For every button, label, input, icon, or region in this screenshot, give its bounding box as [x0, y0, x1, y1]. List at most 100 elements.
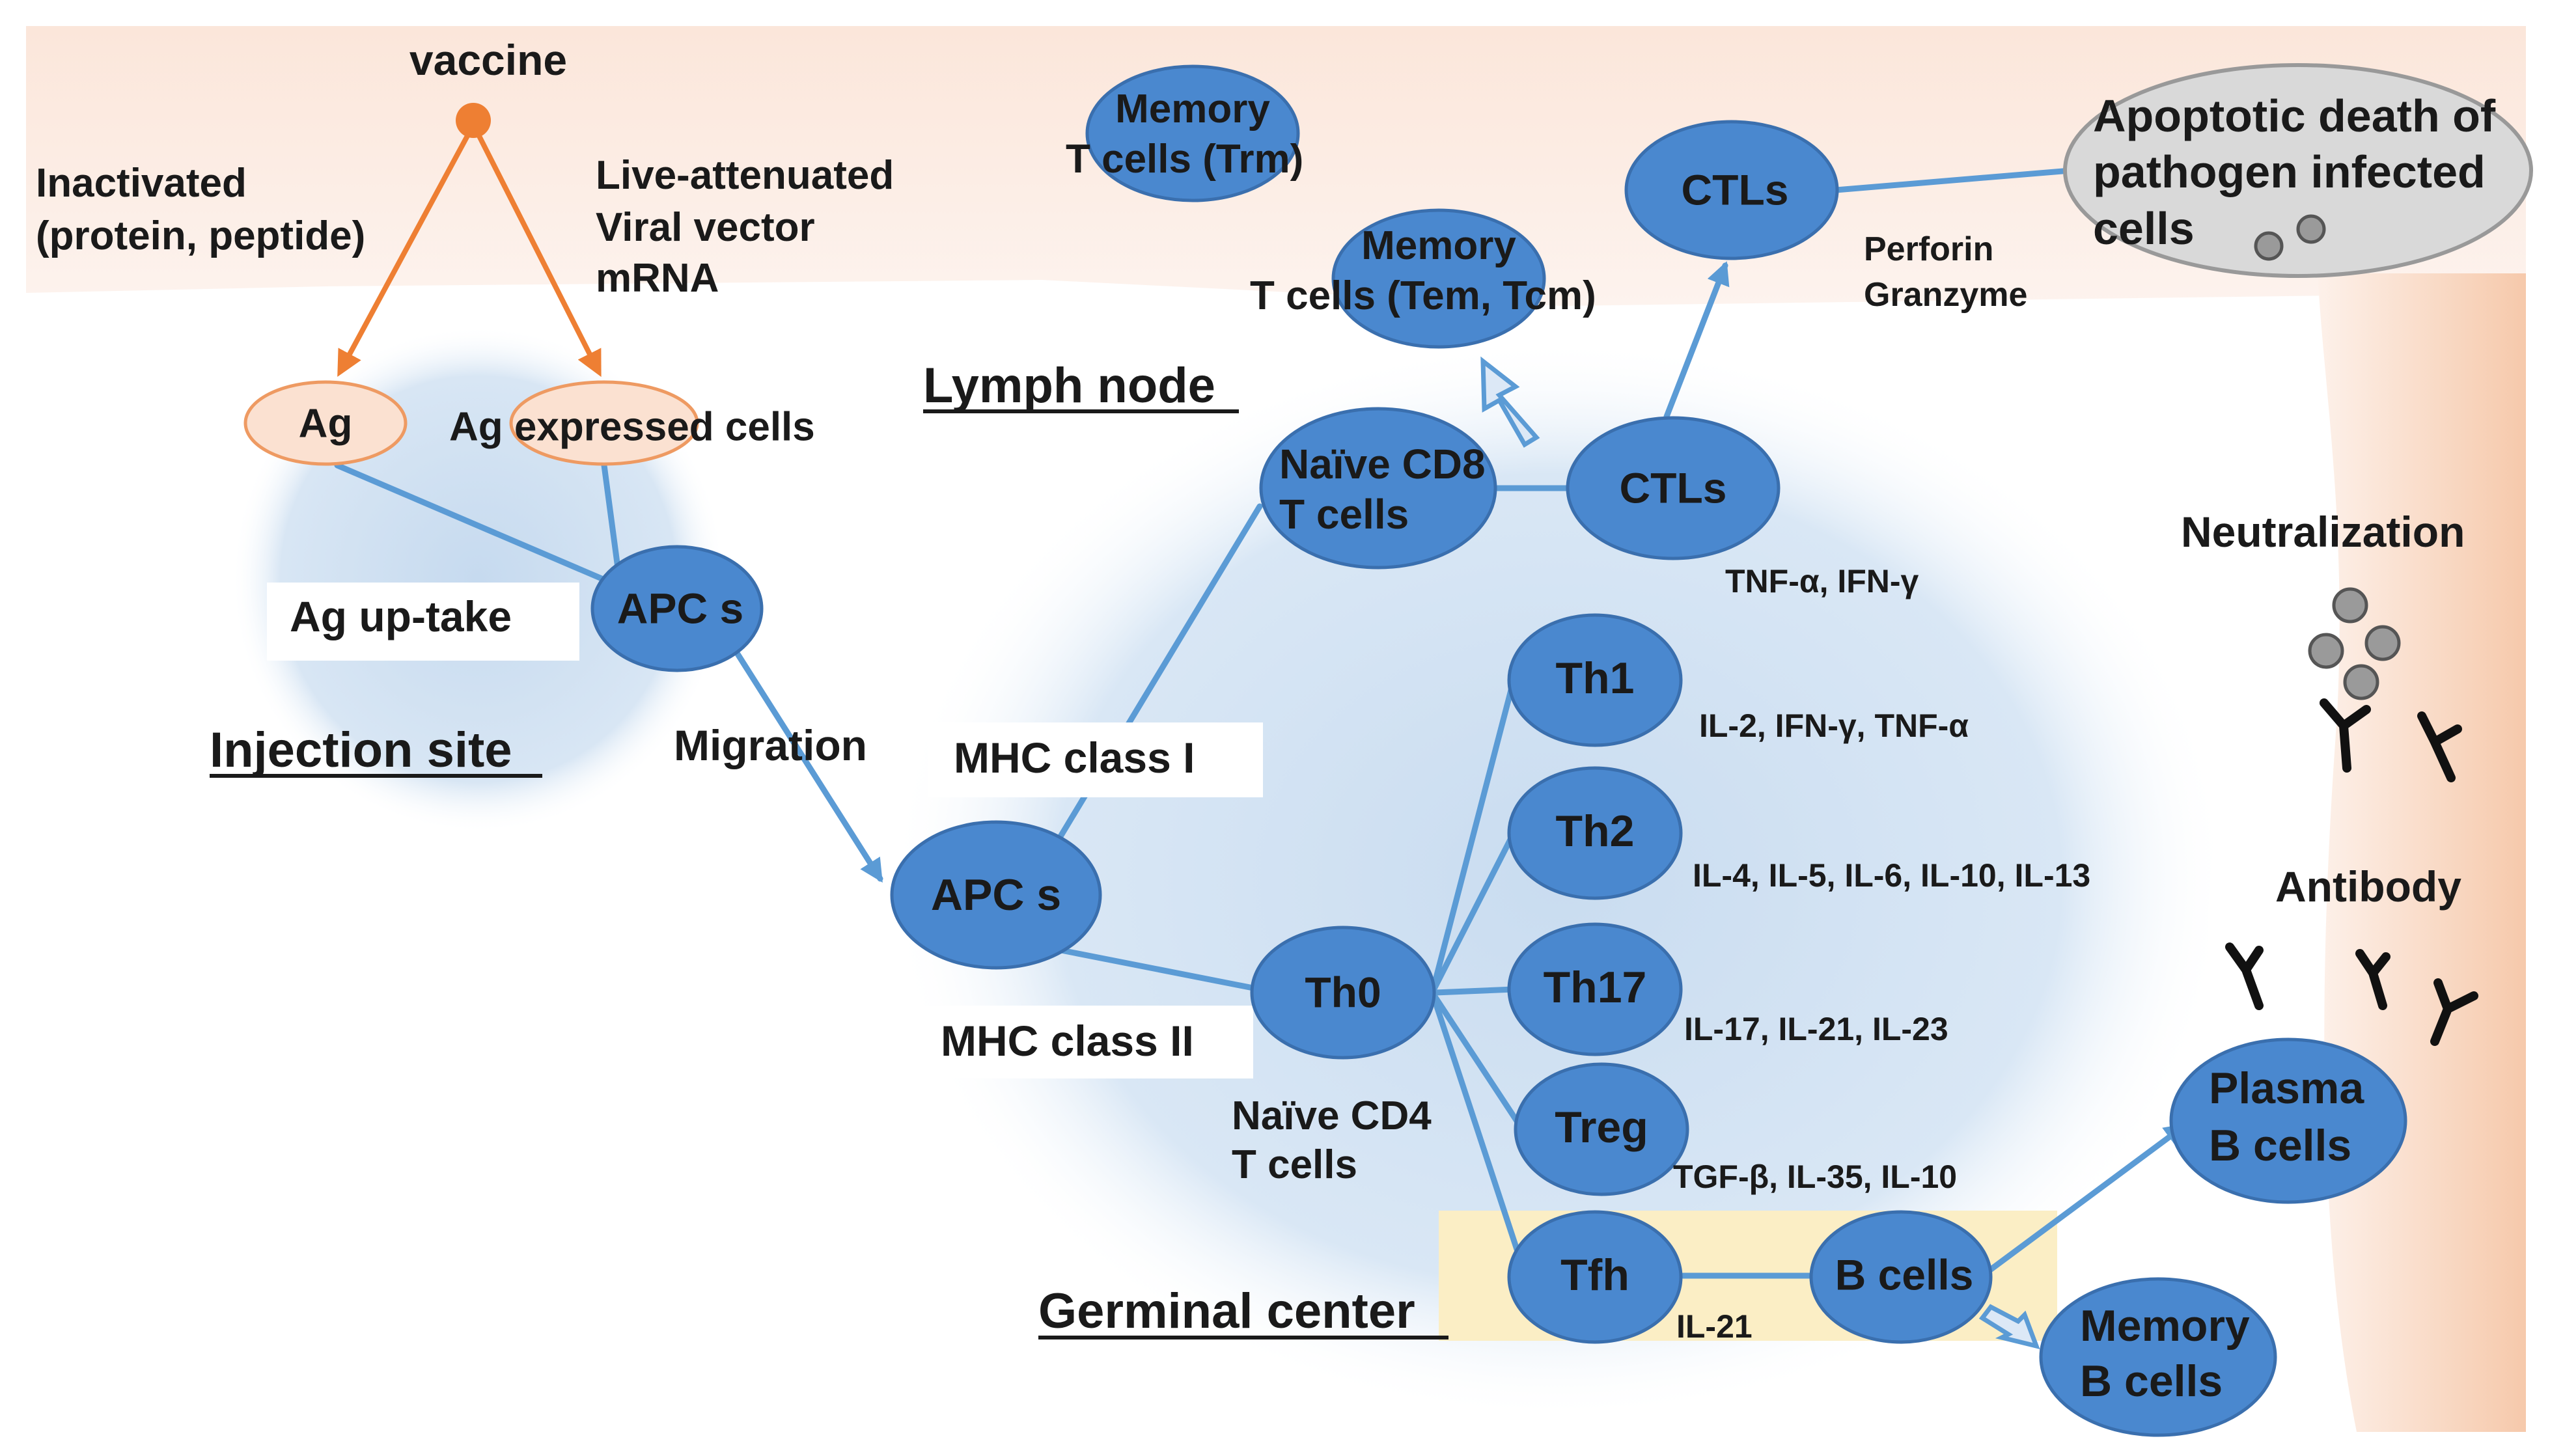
th17-cytokines: IL-17, IL-21, IL-23: [1684, 1011, 1948, 1047]
tfh-node: [1507, 1210, 1683, 1344]
th1-cytokines: IL-2, IFN-γ, TNF-α: [1699, 707, 1969, 744]
apoptotic-label-1: Apoptotic death of: [2093, 90, 2496, 141]
apc-injection-node: [590, 545, 764, 672]
germinal-center-title: Germinal center: [1038, 1284, 1415, 1339]
ag-uptake-box: [267, 583, 579, 661]
mrna-label: mRNA: [596, 256, 719, 301]
apc-lymph-label: APC s: [931, 870, 1061, 920]
link-bcells-plasma: [1979, 1123, 2188, 1279]
th2-cytokines: IL-4, IL-5, IL-6, IL-10, IL-13: [1693, 857, 2090, 894]
granzyme-label: Granzyme: [1864, 276, 2027, 314]
ag-expressed-cells-label: Ag expressed cells: [449, 404, 815, 449]
vaccine-title: vaccine: [409, 36, 567, 84]
naive-cd8-label-1: Naïve CD8: [1279, 441, 1486, 488]
virus-particle-2: [2308, 633, 2344, 669]
th1-label: Th1: [1556, 653, 1635, 703]
link-ag-apc: [334, 462, 622, 589]
mhc2-label: MHC class II: [941, 1017, 1194, 1065]
naive-cd8-label-2: T cells: [1279, 491, 1409, 538]
perforin-label: Perforin: [1864, 230, 1993, 268]
ag-uptake-label: Ag up-take: [290, 592, 512, 640]
link-th0-th17: [1432, 986, 1517, 996]
vaccine-arrow-inactivated: [337, 132, 471, 378]
th2-node: [1507, 766, 1683, 900]
plasma-b-cells-node: [2169, 1037, 2407, 1204]
lymph-node-title: Lymph node: [923, 358, 1215, 413]
ag-node: [243, 380, 408, 466]
ctls-inner-cytokines: TNF-α, IFN-γ: [1725, 563, 1919, 599]
apoptotic-debris-2: [2296, 214, 2326, 244]
antibody-label: Antibody: [2275, 862, 2461, 911]
plasma-label-2: B cells: [2209, 1121, 2351, 1170]
link-th0-tfh: [1429, 989, 1527, 1272]
viral-vector-label: Viral vector: [596, 205, 815, 250]
th17-label: Th17: [1544, 963, 1647, 1012]
apc-lymph-node: [890, 820, 1102, 970]
link-ctls-up: [1663, 261, 1730, 420]
antibody-icon-3: [2225, 942, 2264, 1010]
apc-injection-label: APC s: [617, 584, 743, 632]
vaccine-arrow-live: [475, 132, 602, 378]
memory-tem-label-2: T cells (Tem, Tcm): [1250, 273, 1596, 318]
apoptotic-debris-1: [2254, 231, 2284, 261]
memory-tem-label-1: Memory: [1361, 223, 1516, 268]
apoptotic-label-3: cells: [2093, 203, 2195, 254]
tfh-cytokine: IL-21: [1676, 1308, 1753, 1345]
treg-node: [1514, 1062, 1689, 1196]
virus-particle-3: [2364, 625, 2401, 661]
mhc1-label: MHC class I: [954, 734, 1195, 782]
mhc2-box: [918, 1006, 1253, 1078]
memory-tem-node: [1331, 208, 1546, 349]
naive-cd4-label-2: T cells: [1232, 1142, 1357, 1187]
memory-trm-node: [1085, 64, 1300, 202]
virus-particle-4: [2343, 664, 2379, 700]
ctls-inner-label: CTLs: [1620, 463, 1727, 512]
ctls-periphery-node: [1624, 120, 1839, 260]
antibody-icon-1: [2320, 698, 2371, 773]
memory-b-label-2: B cells: [2080, 1356, 2223, 1406]
ctls-periphery-label: CTLs: [1682, 165, 1789, 213]
th17-node: [1507, 922, 1683, 1056]
naive-cd8-node: [1259, 407, 1497, 570]
th1-node: [1507, 613, 1683, 747]
apoptotic-label-2: pathogen infected: [2093, 146, 2486, 197]
ag-expressed-cells-node: [509, 380, 699, 466]
skin-band-right: [2318, 273, 2526, 1432]
link-apc-migration: [732, 648, 883, 883]
naive-cd4-label-1: Naïve CD4: [1232, 1093, 1432, 1138]
neutralization-label: Neutralization: [2181, 508, 2465, 556]
ag-label: Ag: [299, 401, 353, 446]
th0-node: [1250, 926, 1436, 1060]
inactivated-label-1: Inactivated: [36, 161, 247, 206]
virus-particle-1: [2332, 587, 2368, 624]
memory-tem-hollow-arrow: [1480, 356, 1540, 448]
th0-label: Th0: [1305, 968, 1381, 1016]
injection-site-title: Injection site: [210, 722, 512, 778]
memory-b-label-1: Memory: [2080, 1301, 2250, 1351]
memory-b-hollow-arrow: [1978, 1304, 2040, 1349]
link-th0-th2: [1429, 830, 1517, 996]
memory-trm-label-1: Memory: [1115, 87, 1270, 131]
th2-label: Th2: [1556, 806, 1635, 856]
live-attenuated-label: Live-attenuated: [596, 153, 894, 198]
link-apc-th0: [1058, 947, 1263, 993]
memory-b-cells-node: [2039, 1277, 2277, 1437]
antibody-icon-5: [2430, 978, 2478, 1046]
link-ctls-apoptotic: [1833, 167, 2073, 193]
memory-trm-label-2: T cells (Trm): [1066, 137, 1303, 182]
b-cells-node: [1809, 1210, 1993, 1344]
migration-label: Migration: [674, 721, 867, 769]
antibody-icon-2: [2417, 711, 2462, 782]
mhc1-box: [928, 722, 1263, 797]
tfh-label: Tfh: [1560, 1250, 1629, 1300]
apoptotic-cell-node: [2063, 63, 2533, 278]
link-agcells-apc: [601, 462, 622, 576]
ctls-inner-node: [1566, 416, 1781, 560]
inactivated-label-2: (protein, peptide): [36, 213, 365, 258]
treg-label: Treg: [1555, 1103, 1648, 1152]
link-th0-treg: [1429, 989, 1523, 1129]
treg-cytokines: TGF-β, IL-35, IL-10: [1673, 1159, 1957, 1195]
b-cells-label: B cells: [1835, 1250, 1974, 1298]
link-th0-th1: [1429, 677, 1517, 996]
